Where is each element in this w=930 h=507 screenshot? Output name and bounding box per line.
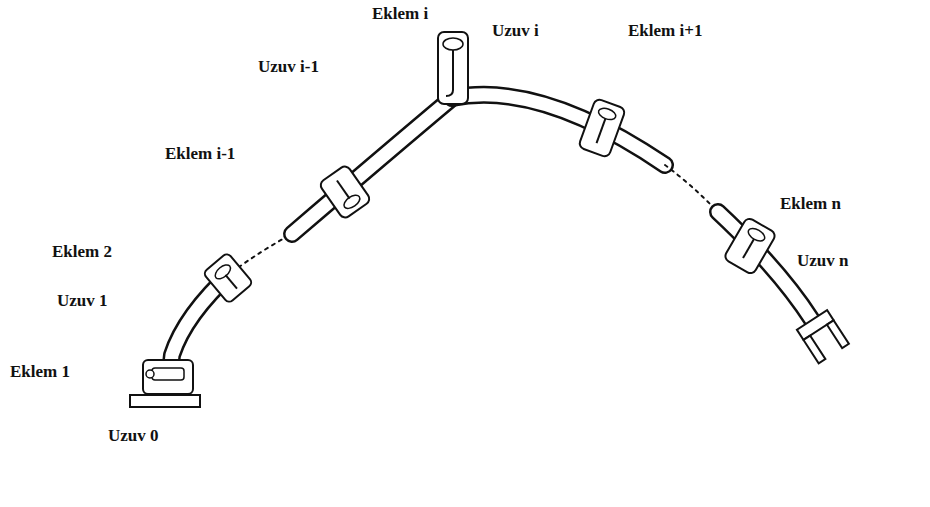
gripper (797, 310, 849, 363)
link-band (292, 98, 452, 234)
joint-symbol (578, 98, 626, 158)
dotted-link (232, 234, 292, 272)
joint-shaft (446, 90, 453, 96)
link-band (452, 95, 665, 165)
part-label: Eklem i+1 (628, 22, 702, 41)
gripper-finger (827, 320, 849, 348)
joint-axis (597, 106, 617, 122)
links (168, 95, 812, 392)
part-label: Uzuv 1 (57, 292, 108, 311)
part-label: Uzuv i (492, 22, 539, 41)
joint-shaft (743, 239, 754, 258)
part-label: Eklem i-1 (165, 145, 235, 164)
joint-symbol (438, 32, 468, 104)
joint-housing (578, 98, 626, 158)
joint-detail (152, 368, 184, 380)
joint-symbol (723, 217, 776, 276)
part-label: Eklem i (372, 5, 428, 24)
part-label: Uzuv n (797, 252, 848, 271)
joint-housing (318, 164, 371, 220)
link-band (292, 98, 452, 234)
joint-symbol (143, 360, 193, 394)
joint-shaft (597, 119, 606, 143)
joint-axis (213, 262, 233, 281)
joint-shaft (225, 275, 237, 289)
joint-shaft (452, 50, 454, 90)
joint-housing (723, 217, 776, 276)
base-plate (130, 395, 200, 407)
joint-axis (746, 226, 767, 244)
base (130, 360, 200, 407)
joint-axis (146, 370, 154, 378)
joint-symbol (318, 164, 371, 220)
joint-axis (443, 38, 463, 50)
dotted-link (665, 165, 718, 212)
part-label: Eklem n (780, 195, 841, 214)
joint-housing (203, 252, 253, 303)
part-label: Eklem 1 (10, 363, 70, 382)
part-label: Uzuv i-1 (258, 58, 319, 77)
link-band (452, 95, 665, 165)
joint-shaft (337, 181, 350, 199)
gripper-finger (803, 336, 825, 364)
joint-symbol (203, 252, 253, 303)
part-label: Uzuv 0 (108, 427, 159, 446)
joint-axis (342, 193, 362, 212)
joint-housing (438, 32, 468, 104)
part-label: Eklem 2 (52, 243, 112, 262)
